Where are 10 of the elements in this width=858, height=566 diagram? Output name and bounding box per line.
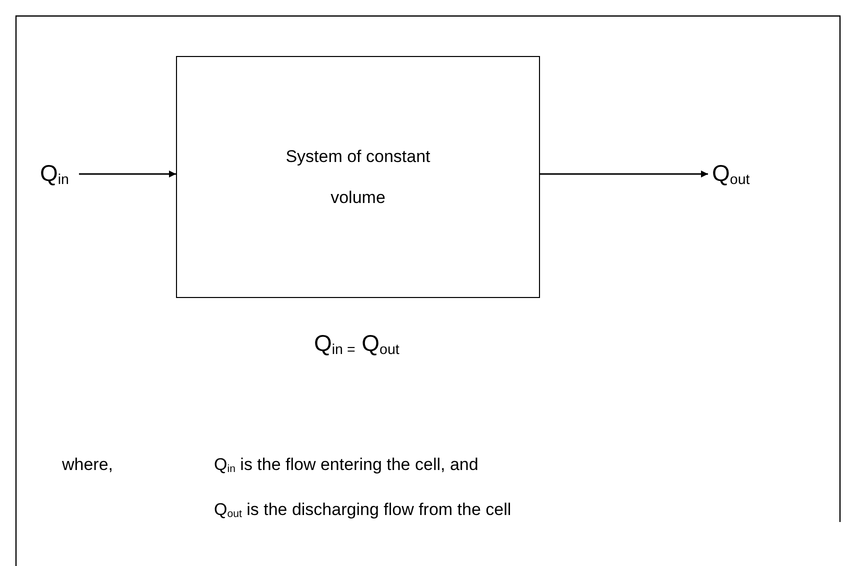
arrow xyxy=(540,170,708,178)
definition-text: Q$_{in}$ is the flow entering the cell, and xyxy=(214,455,478,476)
definition-text: Q$_{out}$ is the discharging flow from the cell xyxy=(214,500,512,520)
note-text: where, xyxy=(62,455,114,475)
equation: Q$_{in =}$ Q$_{out}$ xyxy=(314,330,400,358)
flow-label: Q$_{in}$ xyxy=(40,160,69,186)
box-text: System of constant volume xyxy=(284,146,432,209)
process-box xyxy=(176,56,540,298)
flow-label: Q$_{out}$ xyxy=(712,160,750,186)
arrow xyxy=(78,170,176,178)
